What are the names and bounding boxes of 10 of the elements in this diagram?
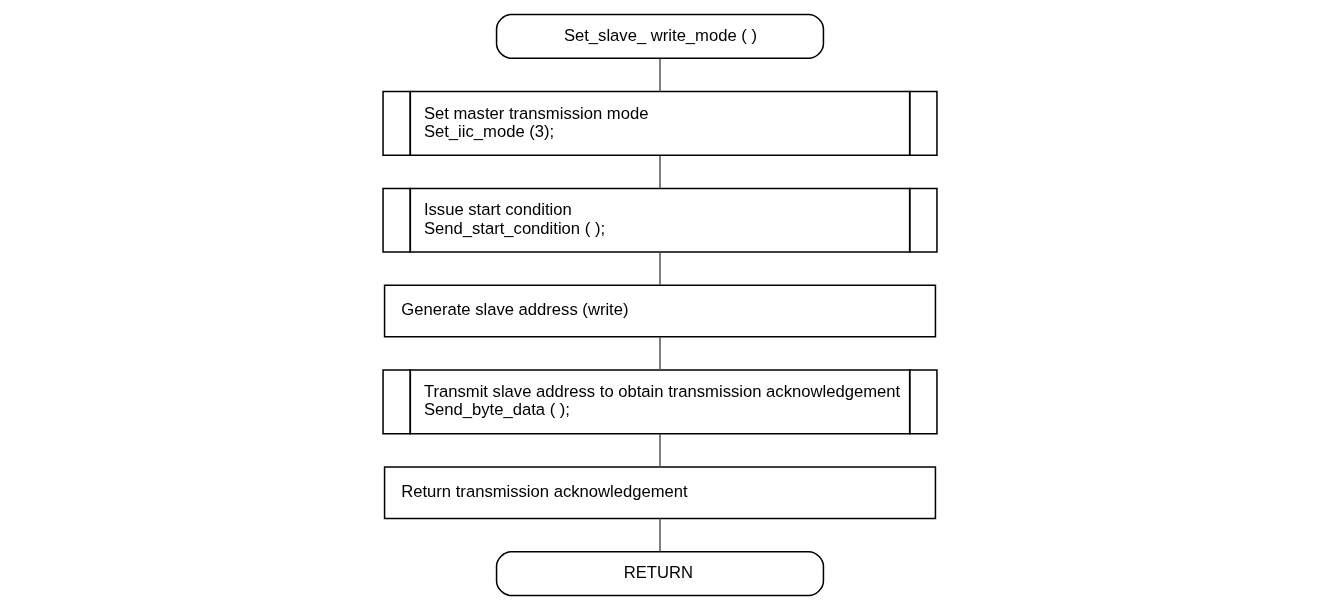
- node-box: Return transmission acknowledgement: [383, 466, 937, 520]
- connector: [659, 251, 661, 286]
- connector: [659, 336, 661, 371]
- connector: [659, 517, 661, 553]
- node-box: Generate slave address (write): [383, 284, 937, 338]
- connector: [659, 57, 661, 93]
- node-box: Set_slave_ write_mode ( ): [495, 13, 825, 60]
- connector: [659, 433, 661, 468]
- node-box: RETURN: [495, 550, 825, 597]
- connector: [659, 154, 661, 190]
